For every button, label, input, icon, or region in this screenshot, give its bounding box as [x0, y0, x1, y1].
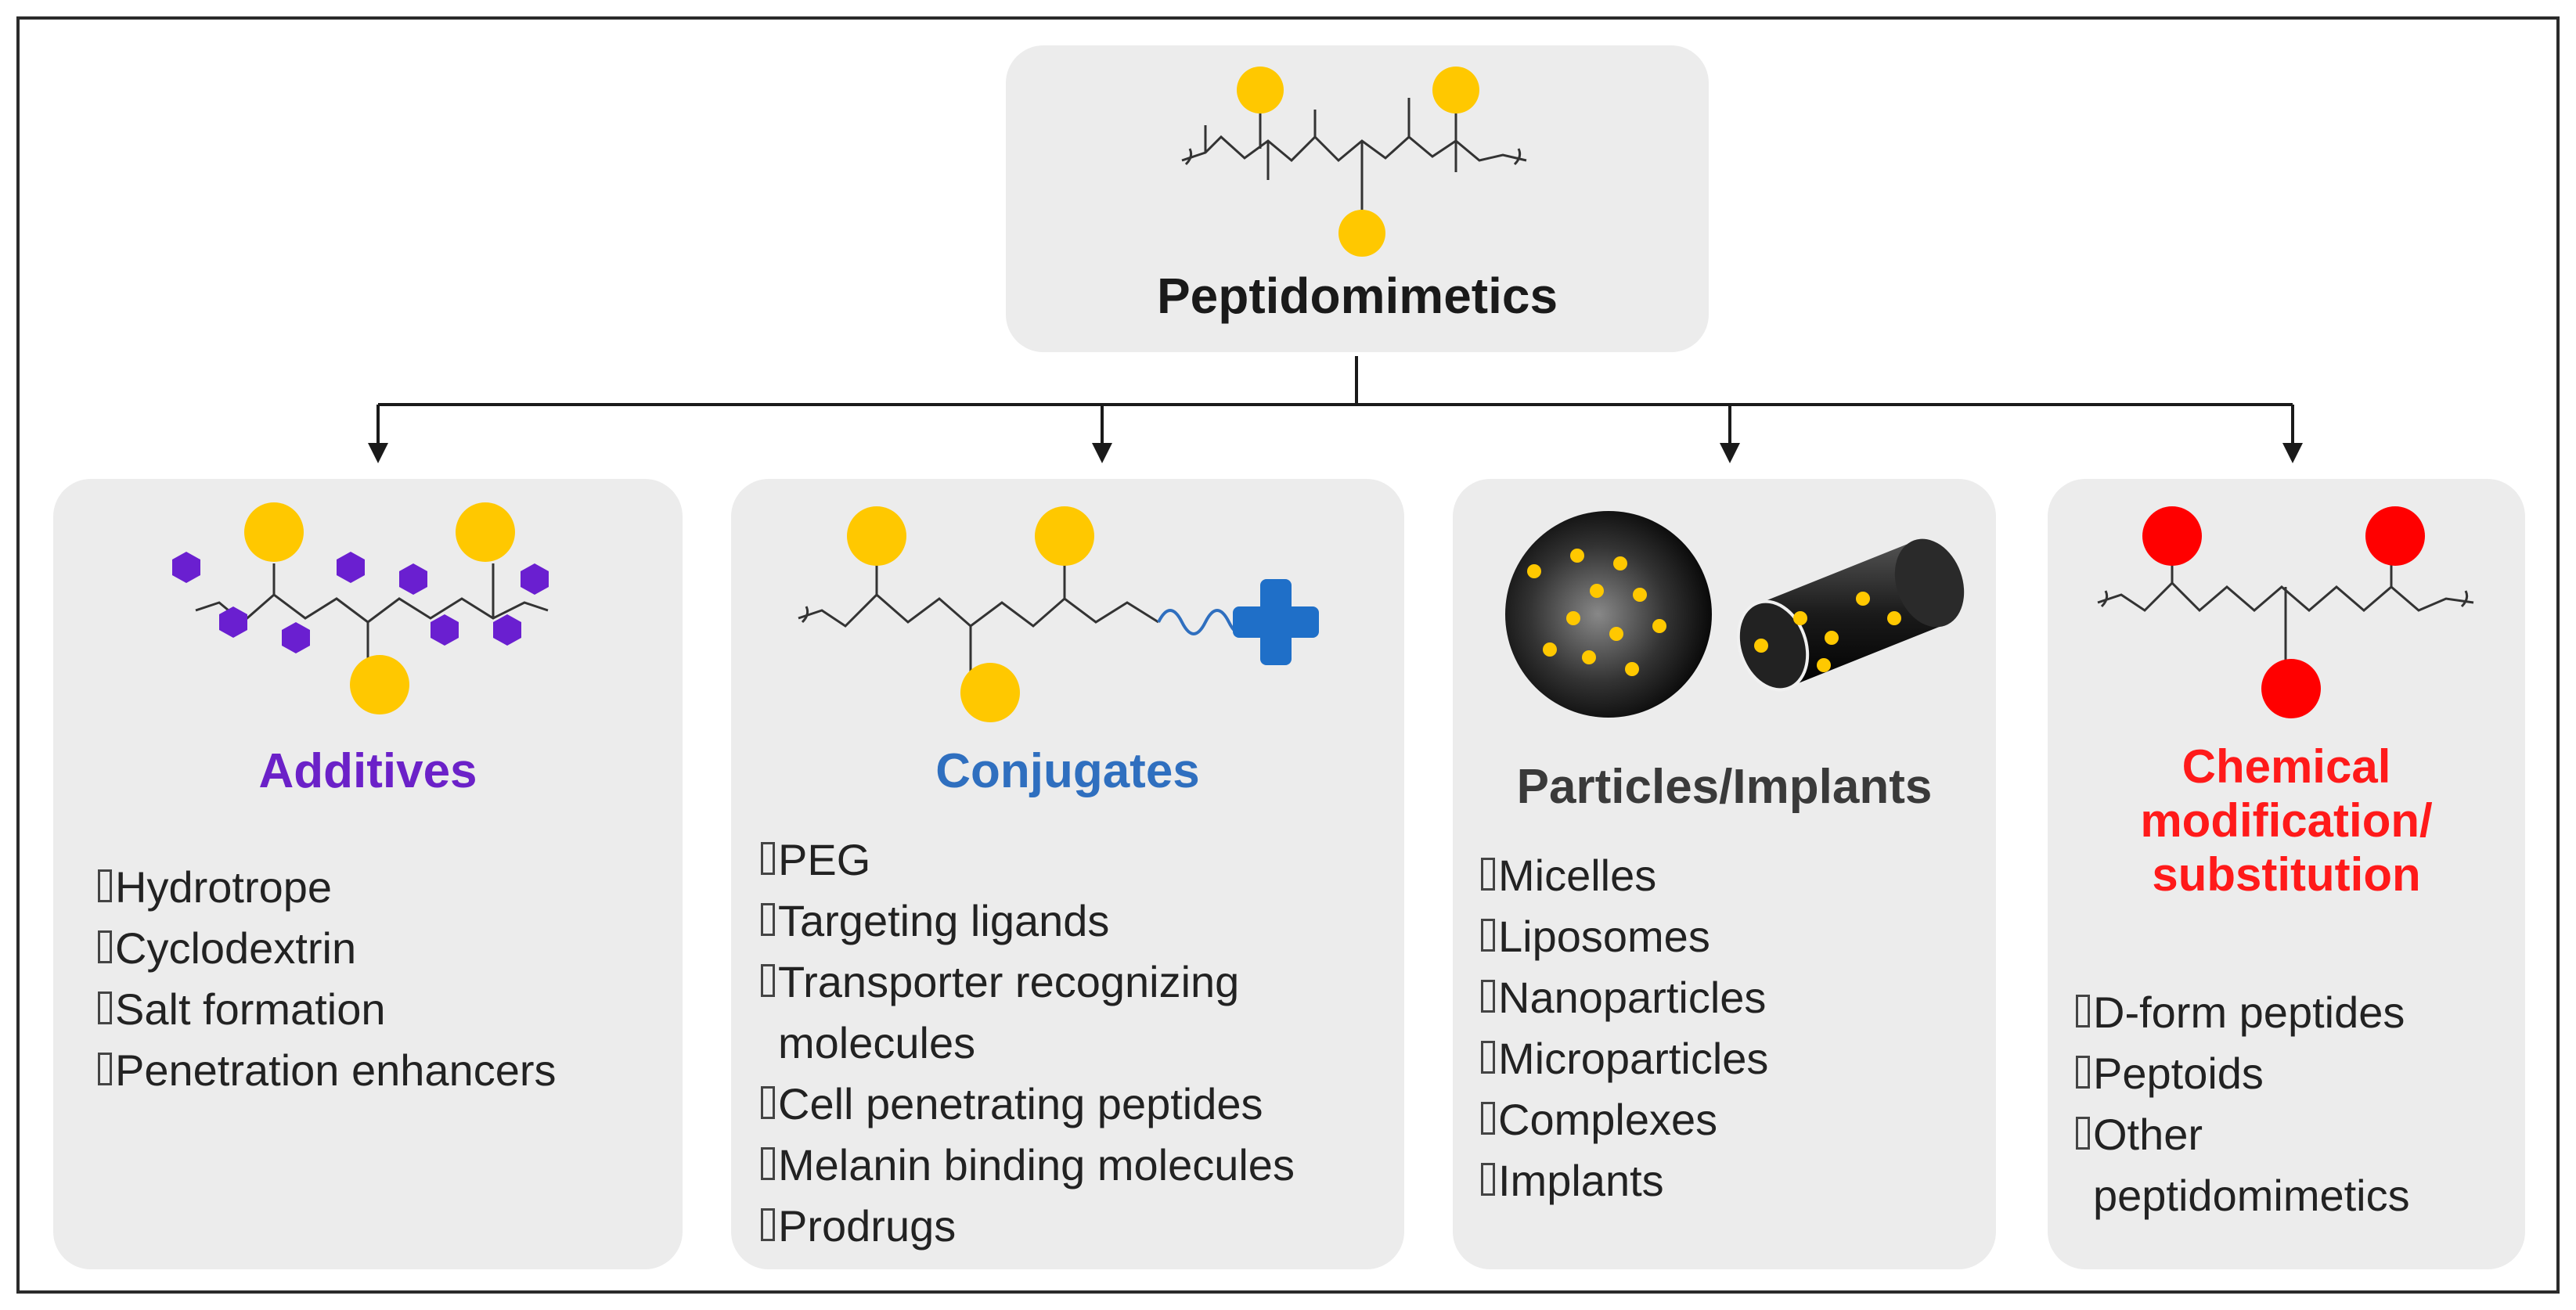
bullet-box-icon [98, 1053, 112, 1085]
chemical-list: D-form peptides Peptoids Other peptidomi… [2076, 982, 2410, 1226]
list-item: Micelles [1481, 845, 1768, 906]
bullet-box-icon [1481, 1102, 1495, 1135]
modified-peptide-icon [2097, 506, 2474, 718]
bullet-box-icon [2076, 1056, 2090, 1089]
root-title: Peptidomimetics [1156, 268, 1558, 324]
particles-list: Micelles Liposomes Nanoparticles Micropa… [1481, 845, 1768, 1211]
hexagon-2 [219, 606, 247, 638]
bullet-box-icon [761, 1086, 775, 1119]
bullet-box-icon [1481, 919, 1495, 952]
list-item: Nanoparticles [1481, 967, 1768, 1028]
list-item: Liposomes [1481, 906, 1768, 967]
root-box [1006, 45, 1709, 352]
additives-list: Hydrotrope Cyclodextrin Salt formation P… [98, 857, 557, 1101]
peptide-backbone-icon [1181, 67, 1527, 257]
conjugates-list: PEG Targeting ligands Transporter recogn… [761, 830, 1295, 1257]
list-item: PEG [761, 830, 1295, 891]
list-item: D-form peptides [2076, 982, 2410, 1043]
bullet-box-icon [1481, 1041, 1495, 1074]
hexagon-8 [521, 563, 549, 595]
bullet-box-icon [2076, 1117, 2090, 1150]
chemical-title: Chemical modification/ substitution [2140, 740, 2433, 901]
hexagon-1 [172, 552, 200, 583]
list-item: Microparticles [1481, 1028, 1768, 1089]
bullet-box-icon [98, 930, 112, 963]
arrow-head-chemical [2282, 443, 2303, 463]
conjugates-title: Conjugates [935, 744, 1200, 798]
list-item: Cell penetrating peptides [761, 1074, 1295, 1135]
bullet-box-icon [1481, 980, 1495, 1013]
list-item: Peptoids [2076, 1043, 2410, 1104]
list-item: Hydrotrope [98, 857, 557, 918]
side-chain-1 [1237, 67, 1284, 113]
arrow-head-additives [368, 443, 388, 463]
bullet-box-icon [2076, 995, 2090, 1027]
hexagon-7 [493, 614, 521, 646]
bullet-box-icon [761, 903, 775, 936]
particles-implants-icon [1505, 511, 1965, 718]
hexagon-3 [282, 622, 310, 653]
peptide-with-hydrotrope-icon [172, 502, 549, 714]
bullet-box-icon [761, 1208, 775, 1241]
arrow-head-particles [1720, 443, 1740, 463]
bullet-box-icon [761, 964, 775, 997]
bullet-box-icon [761, 842, 775, 875]
hexagon-4 [337, 552, 365, 583]
list-item: Implants [1481, 1150, 1768, 1211]
bullet-box-icon [1481, 1163, 1495, 1196]
bullet-box-icon [761, 1147, 775, 1180]
list-item: Cyclodextrin [98, 918, 557, 979]
bullet-box-icon [98, 869, 112, 902]
targeting-cross-icon [1233, 579, 1319, 665]
additives-box [53, 479, 683, 1269]
bullet-box-icon [98, 991, 112, 1024]
hexagon-5 [399, 563, 427, 595]
list-item: Transporter recognizing molecules [761, 952, 1295, 1074]
list-item: Targeting ligands [761, 891, 1295, 952]
implant-cylinder [1736, 538, 1965, 692]
arrow-head-conjugates [1092, 443, 1112, 463]
side-chain-2 [1432, 67, 1479, 113]
list-item: Salt formation [98, 979, 557, 1040]
list-item: Melanin binding molecules [761, 1135, 1295, 1196]
hexagon-6 [431, 614, 459, 646]
diagram-frame [16, 16, 2560, 1294]
list-item: Penetration enhancers [98, 1040, 557, 1101]
particles-title: Particles/Implants [1516, 760, 1933, 814]
list-item: Prodrugs [761, 1196, 1295, 1257]
side-chain-3 [1338, 210, 1385, 257]
list-item: Complexes [1481, 1089, 1768, 1150]
bullet-box-icon [1481, 858, 1495, 891]
list-item: Other peptidomimetics [2076, 1104, 2410, 1226]
additives-title: Additives [258, 744, 477, 798]
nanoparticle-sphere [1505, 511, 1712, 718]
peptide-conjugate-icon [798, 506, 1319, 722]
